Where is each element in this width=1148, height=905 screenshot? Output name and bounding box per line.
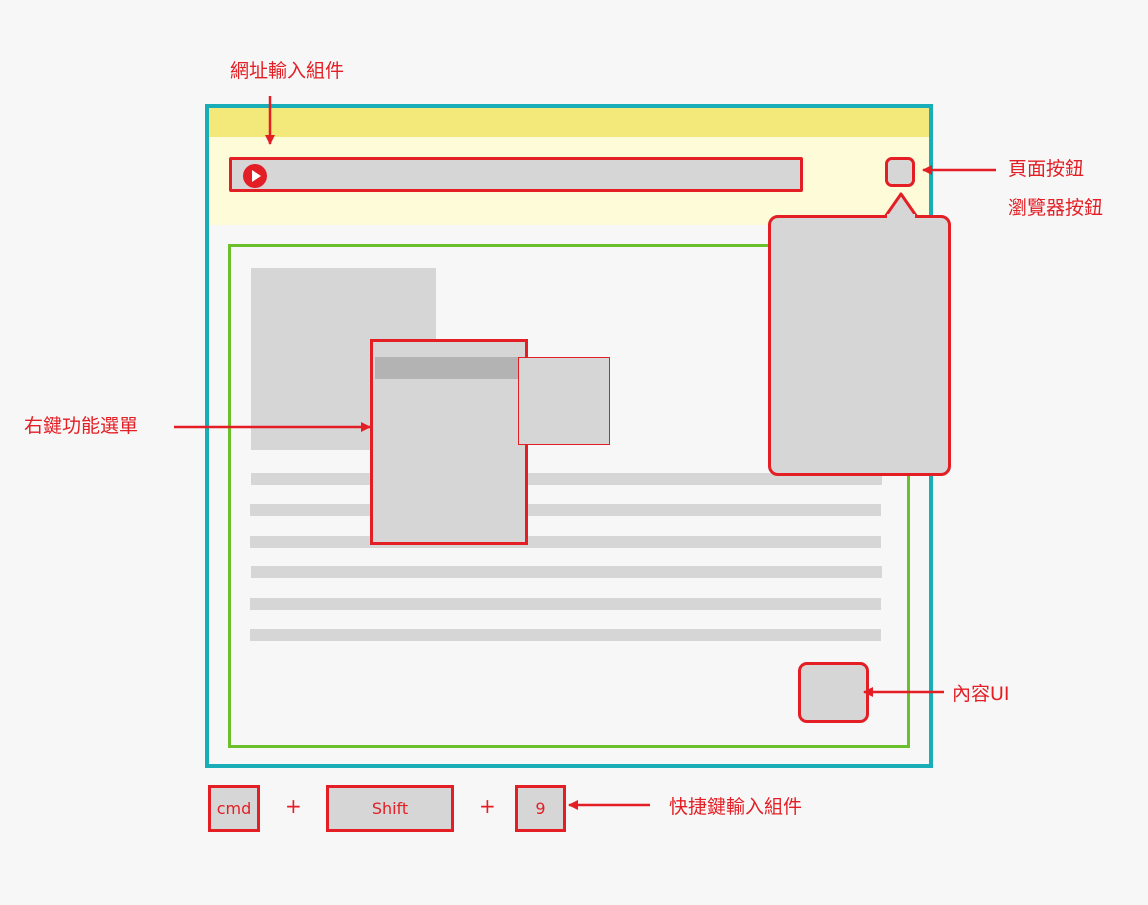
- label-content-ui: 內容UI: [952, 683, 1010, 705]
- shortcut-key-9[interactable]: 9: [515, 785, 566, 832]
- shortcut-key-shift[interactable]: Shift: [326, 785, 454, 832]
- context-menu-highlighted-item[interactable]: [375, 357, 525, 379]
- url-input[interactable]: [229, 157, 803, 192]
- page-content-frame: [228, 244, 910, 748]
- popup-tail: [883, 192, 919, 218]
- text-line: [250, 629, 881, 641]
- plus-sign: +: [285, 794, 302, 818]
- label-browser-button: 瀏覽器按鈕: [1008, 197, 1104, 219]
- context-submenu[interactable]: [518, 357, 610, 445]
- label-page-button: 頁面按鈕: [1008, 158, 1085, 180]
- text-line: [250, 598, 881, 610]
- context-menu[interactable]: [370, 339, 528, 545]
- label-shortcut-input: 快捷鍵輸入組件: [669, 796, 803, 818]
- browser-popup-panel[interactable]: [768, 215, 951, 476]
- page-button[interactable]: [885, 157, 915, 187]
- shortcut-key-cmd[interactable]: cmd: [208, 785, 260, 832]
- label-context-menu: 右鍵功能選單: [24, 415, 139, 437]
- browser-title-bar: [209, 108, 929, 137]
- content-ui-button[interactable]: [798, 662, 869, 723]
- plus-sign: +: [479, 794, 496, 818]
- label-url-input: 網址輸入組件: [230, 60, 345, 82]
- play-circle-icon: [243, 164, 267, 188]
- text-line: [251, 566, 882, 578]
